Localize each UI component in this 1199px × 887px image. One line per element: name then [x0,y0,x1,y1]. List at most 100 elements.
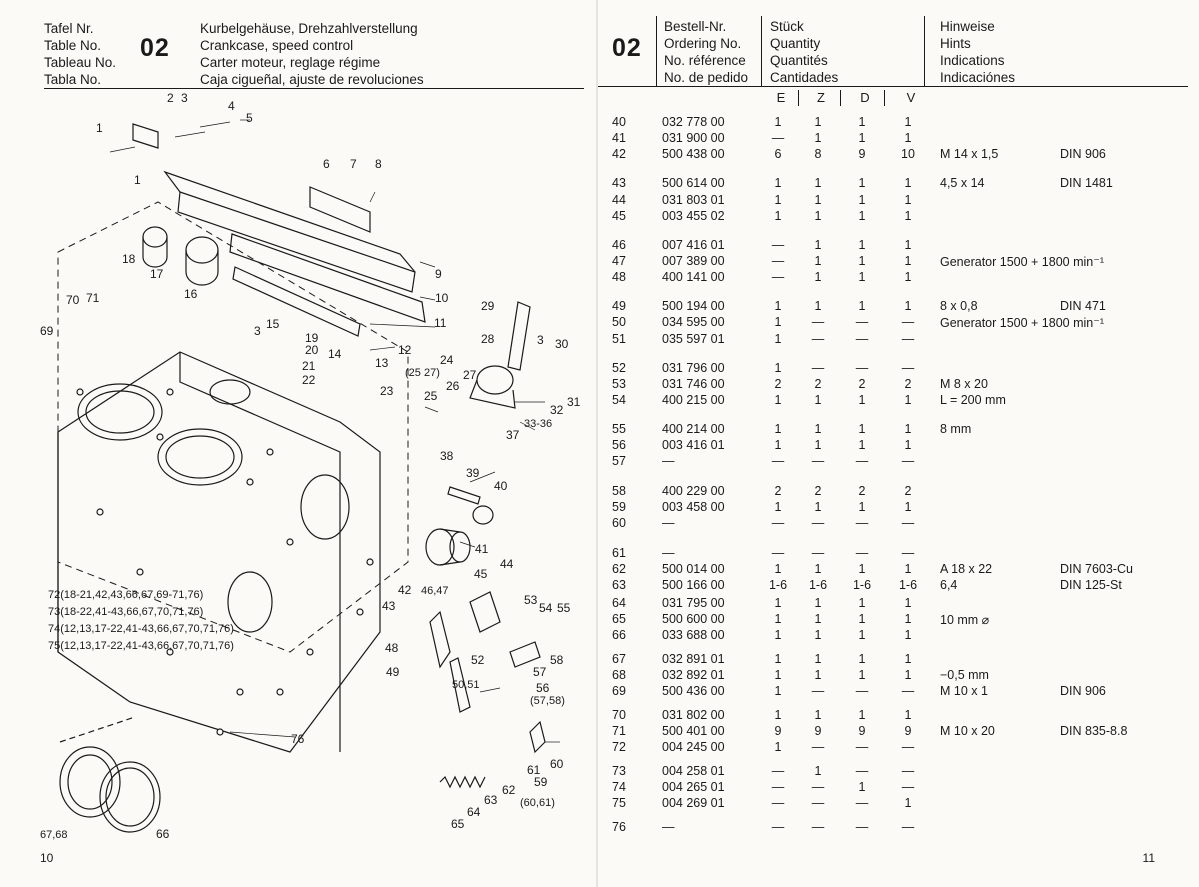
cell-v: 1 [904,796,912,810]
header-divider-2 [761,16,762,86]
cell-z: 1 [814,299,822,313]
cell-v: 1 [904,176,912,190]
cell-z: 1 [814,652,822,666]
cell-z: — [811,516,825,530]
governor-shaft [469,379,516,409]
cell-num: 003 458 00 [662,500,725,514]
cell-d: 1 [858,176,866,190]
cell-d: — [855,315,869,329]
cell-z: 1-6 [808,578,828,592]
cell-v: 1 [904,422,912,436]
title-fr: Carter moteur, reglage régime [200,55,381,70]
lang-d: D [860,90,870,105]
cell-v: 1 [904,668,912,682]
cell-pos: 73 [612,764,626,778]
cell-num: 500 436 00 [662,684,725,698]
callout-18: 18 [122,252,136,266]
cell-num: 007 416 01 [662,238,725,252]
cell-d: 1 [858,668,866,682]
callout-24: 24 [440,353,454,367]
cell-v: 9 [904,724,912,738]
cell-v: — [901,516,915,530]
callout-7: 7 [350,157,357,171]
cell-num: 004 245 00 [662,740,725,754]
cell-e: — [771,780,785,794]
cell-v: 1 [904,238,912,252]
cell-num: — [662,820,675,834]
cell-hint: L = 200 mm [940,393,1006,407]
cell-d: 1 [858,299,866,313]
table-number-right: 02 [612,34,642,62]
table-row: 76————— [598,820,1199,837]
callout-2: 2 [167,92,174,105]
cell-z: 1 [814,708,822,722]
cell-e: — [771,254,785,268]
callout-41: 41 [475,542,489,556]
cell-pos: 44 [612,193,626,207]
cell-pos: 42 [612,147,626,161]
label-es: Tabla No. [44,72,102,87]
cell-z: 1 [814,562,822,576]
cell-num: 033 688 00 [662,628,725,642]
cell-d: — [855,454,869,468]
cell-z: 1 [814,209,822,223]
lang-e: E [776,90,786,105]
callout-16: 16 [184,287,198,301]
cell-z: 1 [814,131,822,145]
cell-d: — [855,546,869,560]
bushing-41-face [449,531,471,563]
header-divider-1 [656,16,657,86]
cell-d: 1 [858,270,866,284]
cell-e: — [771,131,785,145]
front-bore [300,474,350,540]
cell-v: — [901,332,915,346]
cell-d: 1 [858,652,866,666]
callout-14: 14 [328,347,342,361]
lang-v: V [906,90,916,105]
table-row: 61————— [598,546,1199,563]
callout-31: 31 [567,395,581,409]
cell-z: 1 [814,500,822,514]
callout-58: 58 [550,653,564,667]
callout-69: 69 [40,324,54,338]
cell-pos: 75 [612,796,626,810]
seal-ring-67 [59,746,121,818]
cell-z: 1 [814,270,822,284]
callout-27: 27 [463,368,477,382]
cell-norm: DIN 125-St [1060,578,1122,592]
cell-pos: 64 [612,596,626,610]
cell-pos: 54 [612,393,626,407]
callout-23: 23 [380,384,394,398]
cell-e: 1 [774,596,782,610]
left-page: Tafel Nr. Table No. Tableau No. Tabla No… [0,0,596,887]
page-number-right: 11 [1142,851,1155,865]
cell-v: — [901,740,915,754]
bushing-17-body [185,250,219,286]
callout-33-36: 33-36 [524,418,552,430]
cell-z: 1 [814,628,822,642]
cell-v: 10 [901,147,915,161]
cell-e: 1 [774,115,782,129]
cell-d: 1 [858,596,866,610]
cell-d: — [855,740,869,754]
cell-z: 1 [814,238,822,252]
cell-hint: Generator 1500 + 1800 min⁻¹ [940,316,1104,330]
callout-48: 48 [385,641,399,655]
cell-num: — [662,454,675,468]
cell-num: 031 746 00 [662,377,725,391]
cell-num: 031 803 01 [662,193,725,207]
cell-num: 035 597 01 [662,332,725,346]
cell-pos: 60 [612,516,626,530]
callout-6: 6 [323,157,330,171]
cell-num: 032 778 00 [662,115,725,129]
cell-num: 032 892 01 [662,668,725,682]
cell-d: 1 [858,708,866,722]
cell-num: 400 141 00 [662,270,725,284]
callout-29: 29 [481,299,495,313]
